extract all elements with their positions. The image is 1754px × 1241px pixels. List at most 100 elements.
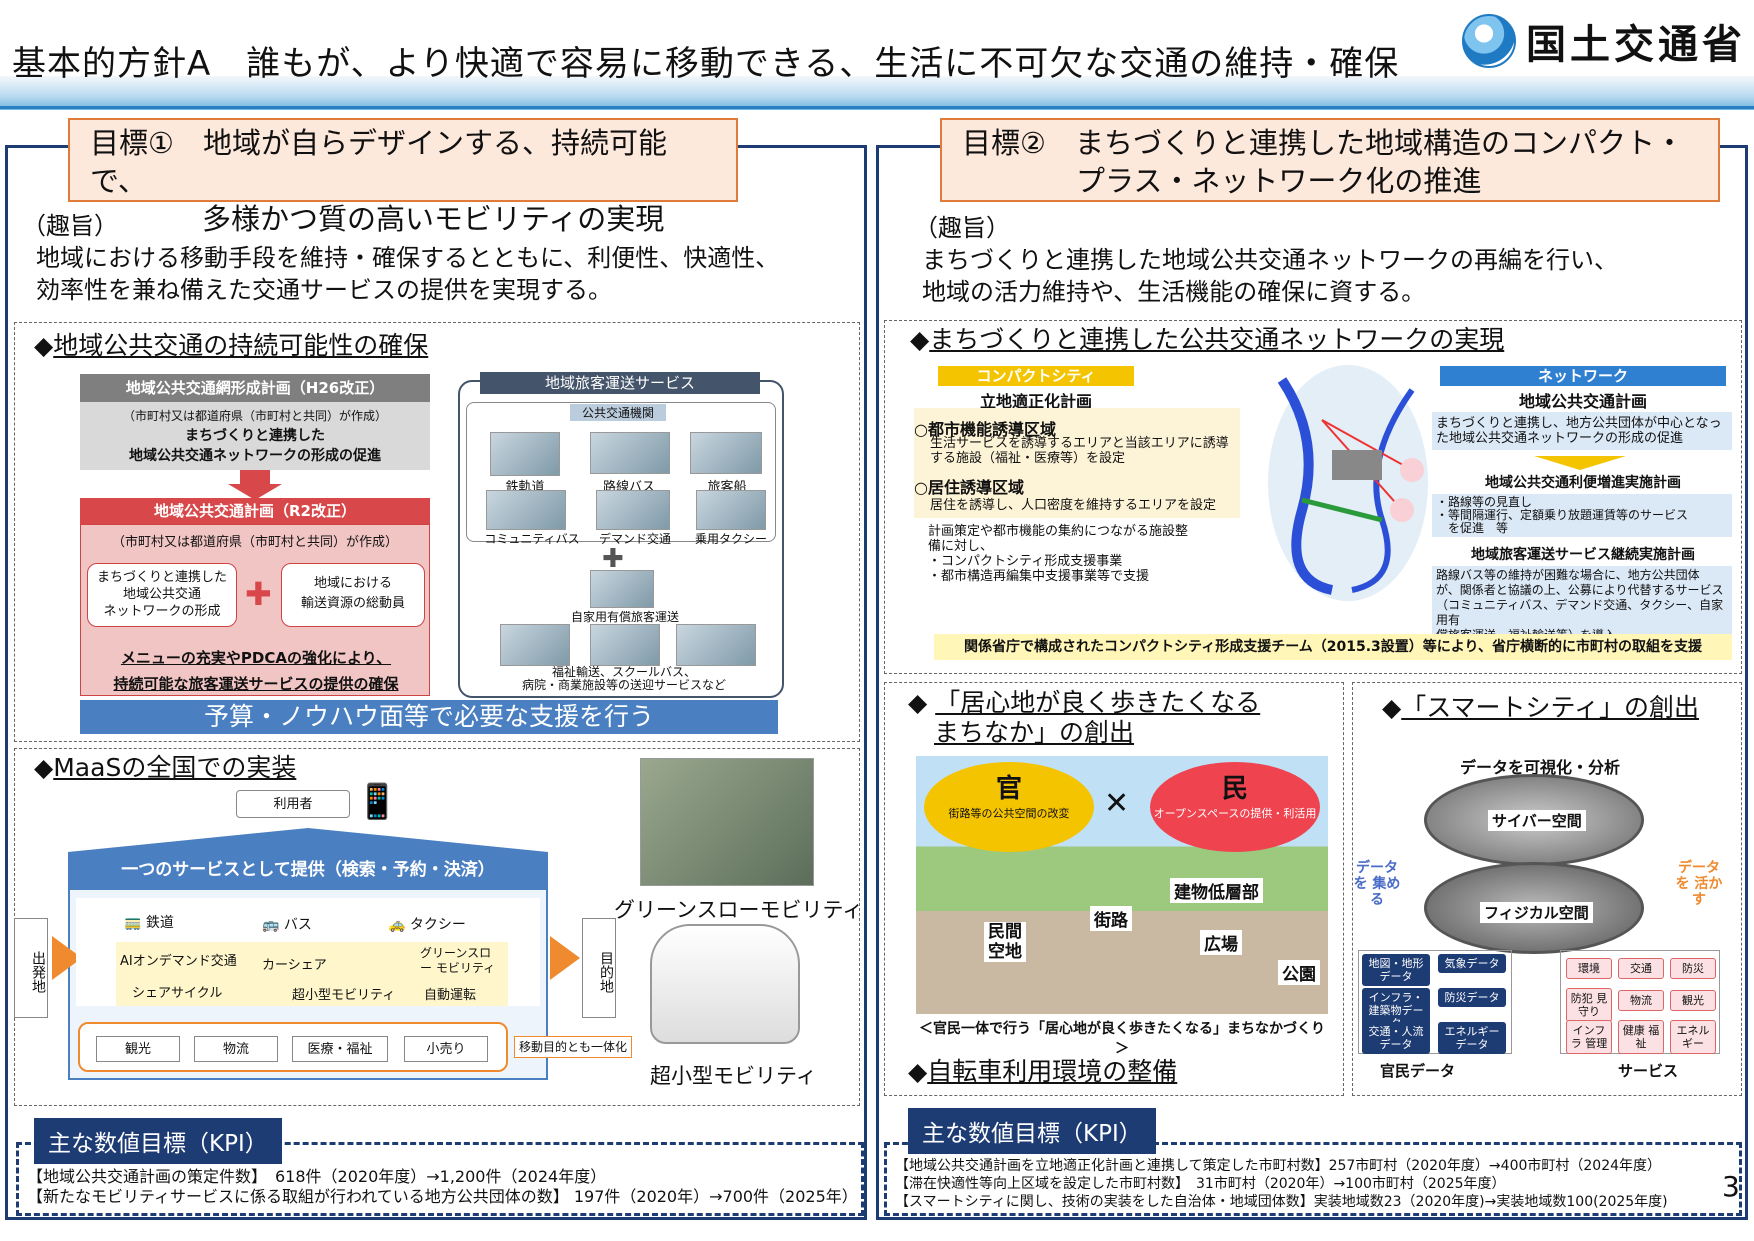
area-label: 民間 空地 <box>984 922 1026 962</box>
mode-label: AIオンデマンド交通 <box>120 954 237 969</box>
private-transport-photo <box>590 570 654 608</box>
support-banner: 予算・ノウハウ面等で必要な支援を行う <box>80 700 778 734</box>
plan-h26-body: （市町村又は都道府県（市町村と共同）が作成） まちづくりと連携した 地域公共交通… <box>80 402 430 470</box>
goal-1-line1: 目標① 地域が自らデザインする、持続可能で、 <box>90 126 667 198</box>
network-formation-box: まちづくりと連携した地域公共交通ネットワークの形成 <box>87 563 237 627</box>
purpose-chip: 小売り <box>404 1036 488 1062</box>
area-desc: 生活サービスを誘導するエリアと当該エリアに誘導する施設（福祉・医療等）を設定 <box>930 436 1229 466</box>
ultra-compact-mobility-photo <box>650 924 800 1044</box>
mode-label: シェアサイクル <box>132 986 223 1001</box>
physical-label: フィジカル空間 <box>1480 902 1593 923</box>
plus-icon: ✚ <box>245 575 272 613</box>
summary-line: 効率性を兼ね備えた交通サービスの提供を実現する。 <box>36 276 612 304</box>
logo-text: 国土交通省 <box>1526 22 1746 68</box>
plan-h26-title: 地域公共交通網形成計画（H26改正） <box>80 374 430 402</box>
impl-plan-1: 地域公共交通利便増進実施計画 <box>1485 475 1681 491</box>
support-desc: 計画策定や都市機能の集約につながる施設整備に対し、・コンパクトシティ形成支援事業… <box>928 524 1189 584</box>
integrate-label: 移動目的とも一体化 <box>514 1036 632 1058</box>
service-label: コミュニティバス <box>484 532 580 546</box>
pdca-result: メニューの充実やPDCAの強化により、持続可能な旅客運送サービスの提供の確保 <box>113 649 399 693</box>
user-box: 利用者 <box>236 790 350 818</box>
service-label: デマンド交通 <box>598 532 671 546</box>
new-mobility-box <box>116 942 508 1006</box>
plan-r2-body: （市町村又は都道府県（市町村と共同）が作成） まちづくりと連携した地域公共交通ネ… <box>80 524 430 696</box>
header-rule <box>0 106 1754 109</box>
area-label: 街路 <box>1090 906 1132 931</box>
viz-label: データを可視化・分析 <box>1460 758 1621 777</box>
public-transport-label: 公共交通機関 <box>570 404 667 421</box>
smartphone-icon: 📱 <box>356 782 399 822</box>
mode-label: グリーンスロー モビリティ <box>420 946 496 975</box>
right-arrow-icon <box>550 936 580 980</box>
walkable-section <box>884 682 1344 1096</box>
network-desc: まちづくりと連携し、地方公共団体が中心となった地域公共交通ネットワークの形成の促… <box>1432 412 1732 450</box>
network-plan-label: 地域公共交通計画 <box>1518 392 1647 411</box>
section-heading: ◆地域公共交通の持続可能性の確保 <box>34 331 429 360</box>
down-arrow-icon <box>1534 456 1626 470</box>
demand-transport-photo <box>596 490 670 530</box>
left-kpi-tab: 主な数値目標（KPI） <box>34 1118 282 1164</box>
goal-1: 目標① 地域が自らデザインする、持続可能で、 多様かつ質の高いモビリティの実現 <box>68 118 738 236</box>
data-label: 官民データ <box>1380 1062 1456 1080</box>
public-transport-box <box>466 402 776 542</box>
walkable-caption: ＜官民一体で行う「居心地が良く歩きたくなる」まちなかづくり＞ <box>919 1021 1325 1057</box>
plus-icon: ✚ <box>602 544 624 574</box>
photo-caption: グリーンスローモビリティ <box>614 898 864 922</box>
summary-line: 地域における移動手段を維持・確保するとともに、利便性、快適性、 <box>36 244 780 272</box>
collect-label: データを 集める <box>1353 860 1401 908</box>
ferry-photo <box>690 432 762 474</box>
kan-bubble: 官 街路等の公共空間の改変 <box>924 762 1094 852</box>
impl-plan-2-desc: 路線バス等の維持が困難な場合に、地方公共団体が、関係者と協議の上、公募により代替… <box>1432 566 1732 645</box>
area-title: ○都市機能誘導区域 <box>914 420 1056 439</box>
support-team-banner: 関係省庁で構成されたコンパクトシティ形成支援チーム（2015.3設置）等により、… <box>934 634 1732 660</box>
shuttle-photo <box>676 624 756 666</box>
service-label: サービス <box>1618 1062 1679 1080</box>
photo-caption: 超小型モビリティ <box>650 1064 817 1088</box>
area-label: 建物低層部 <box>1170 878 1263 903</box>
taxi-photo <box>696 490 766 530</box>
train-icon: 🚃 鉄道 <box>124 915 174 931</box>
left-summary: （趣旨） 地域における移動手段を維持・確保するとともに、利便性、快適性、 効率性… <box>22 210 779 306</box>
page-number: 3 <box>1722 1170 1740 1203</box>
right-kpi-tab: 主な数値目標（KPI） <box>908 1108 1156 1154</box>
destination-label: 目的地 <box>582 918 616 1018</box>
section-heading: ◆まちづくりと連携した公共交通ネットワークの実現 <box>910 325 1505 354</box>
services-title: 地域旅客運送サービス <box>480 372 760 394</box>
summary-label: （趣旨） <box>22 212 118 240</box>
area-label: 広場 <box>1200 930 1242 955</box>
network-section <box>884 320 1742 674</box>
purpose-chip: 医療・福祉 <box>292 1036 388 1062</box>
network-label: ネットワーク <box>1440 366 1726 386</box>
plan-r2-title: 地域公共交通計画（R2改正） <box>80 498 430 524</box>
mlit-logo: 国土交通省 <box>1462 12 1746 70</box>
impl-plan-1-desc: ・路線等の見直し・等間隔運行、定額乗り放題運賃等のサービス を促進 等 <box>1432 494 1732 537</box>
community-bus-photo <box>486 490 566 530</box>
area-title: ○居住誘導区域 <box>914 478 1024 497</box>
left-kpi-box: 【地域公共交通計画の策定件数】 618件（2020年度）→1,200件（2024… <box>16 1142 864 1216</box>
down-arrow-icon <box>240 470 270 484</box>
section-heading: ◆ 「居心地が良く歩きたくなるまちなか」の創出 <box>908 688 1261 747</box>
sustainability-section <box>14 322 860 742</box>
area-label: 公園 <box>1278 960 1320 985</box>
page-title: 基本的方針A 誰もが、より快適で容易に移動できる、生活に不可欠な交通の維持・確保 <box>12 44 1400 84</box>
service-label: 自家用有償旅客運送 <box>570 610 679 624</box>
goal-2: 目標② まちづくりと連携した地域構造のコンパクト・ プラス・ネットワーク化の推進 <box>940 118 1720 202</box>
train-photo <box>490 432 560 476</box>
green-slow-mobility-photo <box>640 758 814 886</box>
section-heading: ◆自転車利用環境の整備 <box>908 1057 1178 1086</box>
purpose-chip: 物流 <box>194 1036 278 1062</box>
public-private-data-box <box>1358 950 1512 1054</box>
right-summary: （趣旨） まちづくりと連携した地域公共交通ネットワークの再編を行い、 地域の活力… <box>914 214 1618 306</box>
service-label: 乗用タクシー <box>694 532 767 546</box>
cross-icon: ✕ <box>1104 786 1130 821</box>
goal-1-line2: 多様かつ質の高いモビリティの実現 <box>202 202 665 236</box>
network-map <box>1268 365 1428 601</box>
use-label: データを 活かす <box>1675 860 1723 908</box>
school-bus-photo <box>590 624 660 666</box>
area-desc: 居住を誘導し、人口密度を維持するエリアを設定 <box>930 498 1217 513</box>
resource-mobilization-box: 地域における輸送資源の総動員 <box>281 563 425 627</box>
mlit-emblem-icon <box>1462 14 1516 68</box>
welfare-photo <box>500 624 570 666</box>
compact-city-label: コンパクトシティ <box>938 366 1134 386</box>
mode-label: カーシェア <box>262 958 327 973</box>
